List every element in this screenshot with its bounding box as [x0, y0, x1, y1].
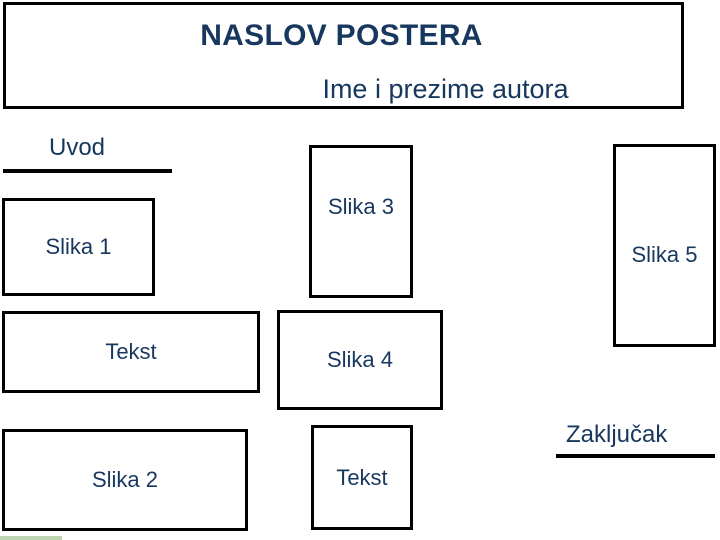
- section-rule-zakljucak: [556, 454, 715, 458]
- placeholder-box-slika3[interactable]: Slika 3: [309, 145, 413, 298]
- poster-header-box: NASLOV POSTERA Ime i prezime autora: [3, 2, 684, 109]
- author-name: Ime i prezime autora: [322, 74, 569, 104]
- placeholder-box-slika4[interactable]: Slika 4: [277, 310, 443, 410]
- placeholder-label: Tekst: [336, 464, 388, 490]
- placeholder-box-slika2[interactable]: Slika 2: [2, 429, 248, 531]
- placeholder-box-slika1[interactable]: Slika 1: [2, 198, 155, 296]
- placeholder-label: Tekst: [105, 339, 157, 364]
- placeholder-label: Slika 1: [45, 234, 112, 259]
- page-title: NASLOV POSTERA: [200, 19, 483, 52]
- placeholder-label: Slika 2: [91, 467, 159, 492]
- section-rule-uvod: [3, 169, 172, 173]
- placeholder-box-tekst-1[interactable]: Tekst: [2, 311, 260, 393]
- section-heading-uvod: Uvod: [49, 134, 106, 161]
- placeholder-box-tekst-2[interactable]: Tekst: [311, 425, 413, 530]
- accent-bar: [0, 536, 62, 540]
- placeholder-label: Slika 4: [326, 347, 394, 372]
- placeholder-label: Slika 3: [327, 193, 395, 219]
- section-heading-zakljucak: Zaključak: [566, 421, 668, 448]
- placeholder-box-slika5[interactable]: Slika 5: [613, 144, 716, 347]
- placeholder-label: Slika 5: [631, 241, 698, 267]
